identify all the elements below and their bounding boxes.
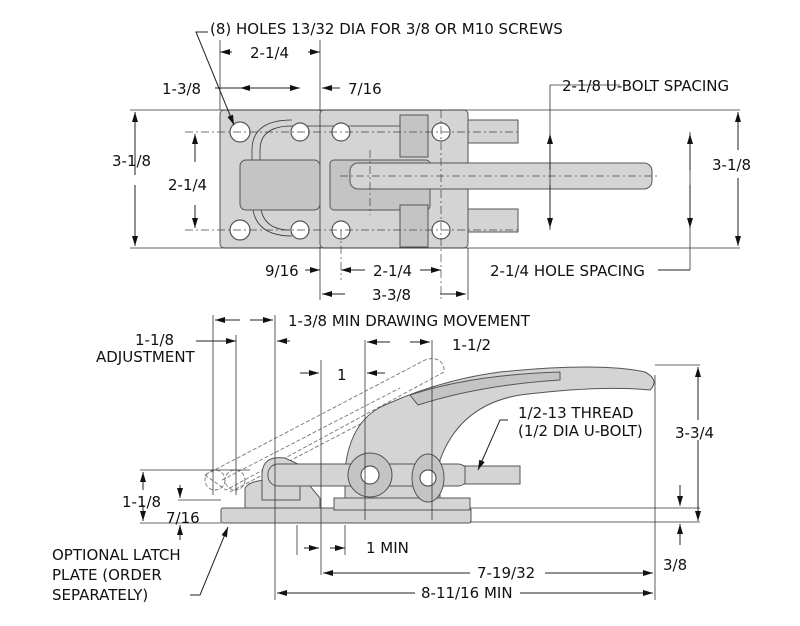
dim-3-3-8: 3-3/8 xyxy=(372,286,411,304)
stud-bottom xyxy=(467,208,519,233)
nut-bottom xyxy=(399,204,429,248)
side-dimensions xyxy=(140,317,701,596)
top-view: (8) HOLES 13/32 DIA FOR 3/8 OR M10 SCREW… xyxy=(112,20,751,304)
dim-1-1-2: 1-1/2 xyxy=(452,336,491,354)
stud-top xyxy=(467,119,519,144)
dim-7-16: 7/16 xyxy=(348,80,382,98)
threaded-stud xyxy=(464,465,521,485)
dim-7-16-height: 7/16 xyxy=(166,509,200,527)
thread-line2: (1/2 DIA U-BOLT) xyxy=(518,422,643,440)
top-dimensions xyxy=(132,31,741,297)
dim-7-19-32: 7-19/32 xyxy=(477,564,535,582)
center-lines xyxy=(185,110,660,300)
nut-top xyxy=(399,114,429,158)
adjustment-value: 1-1/8 xyxy=(135,331,174,349)
dim-3-1-8-right: 3-1/8 xyxy=(712,156,751,174)
dim-3-1-8-left: 3-1/8 xyxy=(112,152,151,170)
dim-2-1-4-bottom: 2-1/4 xyxy=(373,262,412,280)
ubolt-spacing: 2-1/8 U-BOLT SPACING xyxy=(562,77,729,95)
dim-1-1-8-height: 1-1/8 xyxy=(122,493,161,511)
dim-9-16: 9/16 xyxy=(265,262,299,280)
dim-1-3-8: 1-3/8 xyxy=(162,80,201,98)
dim-1: 1 xyxy=(337,366,347,384)
dim-3-3-4: 3-3/4 xyxy=(675,424,714,442)
latch-line3: SEPARATELY) xyxy=(52,586,148,604)
side-view: 1-3/8 MIN DRAWING MOVEMENT 1-1/8 ADJUSTM… xyxy=(52,312,714,604)
holes-note: (8) HOLES 13/32 DIA FOR 3/8 OR M10 SCREW… xyxy=(210,20,563,38)
latch-line2: PLATE (ORDER xyxy=(52,566,162,584)
dim-2-1-4-top: 2-1/4 xyxy=(250,44,289,62)
latch-line1: OPTIONAL LATCH xyxy=(52,546,181,564)
dim-3-8: 3/8 xyxy=(663,556,687,574)
dim-1-min: 1 MIN xyxy=(366,539,409,557)
clamp-base xyxy=(333,497,471,511)
thread-line1: 1/2-13 THREAD xyxy=(518,404,634,422)
adjustment-label: ADJUSTMENT xyxy=(96,348,196,366)
hole-spacing: 2-1/4 HOLE SPACING xyxy=(490,262,645,280)
dim-2-1-4-left: 2-1/4 xyxy=(168,176,207,194)
hook-block xyxy=(239,159,321,211)
drawing-movement: 1-3/8 MIN DRAWING MOVEMENT xyxy=(288,312,531,330)
dim-8-11-16: 8-11/16 MIN xyxy=(421,584,513,602)
handle-ghost-position xyxy=(204,358,445,491)
